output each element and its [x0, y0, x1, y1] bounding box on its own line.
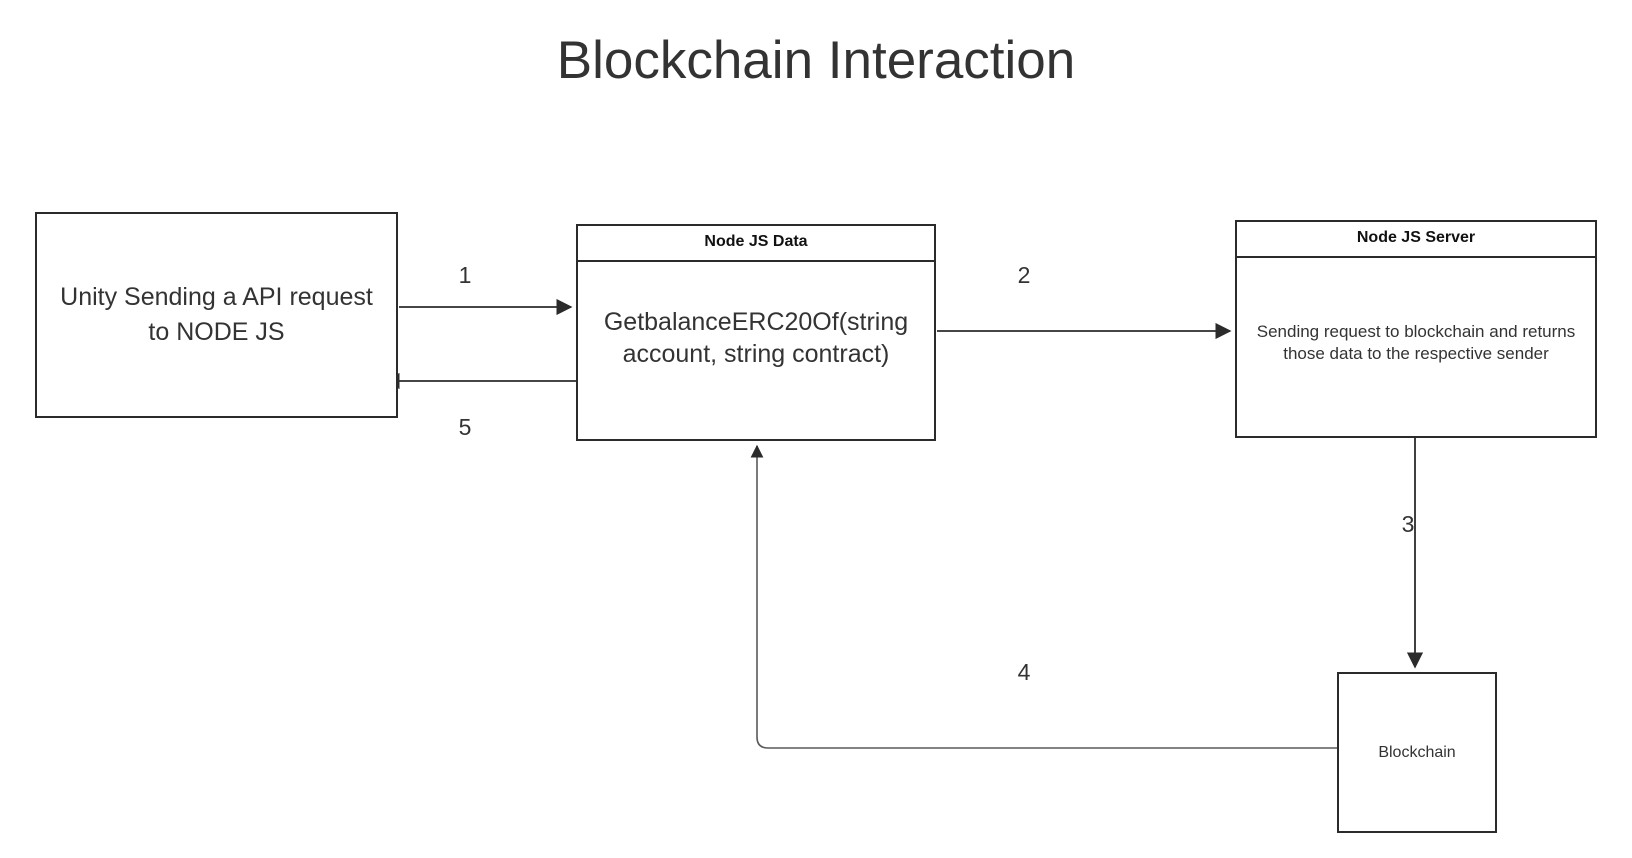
node-nodejs-server-body: Sending request to blockchain and return… — [1237, 258, 1595, 436]
node-nodejs-data[interactable]: Node JS Data GetbalanceERC20Of(string ac… — [576, 224, 936, 441]
node-unity[interactable]: Unity Sending a API request to NODE JS — [35, 212, 398, 418]
edge-4-line — [750, 444, 1337, 749]
node-nodejs-data-header: Node JS Data — [578, 226, 934, 262]
node-nodejs-data-label: GetbalanceERC20Of(string account, string… — [603, 307, 909, 368]
node-blockchain-label: Blockchain — [1378, 744, 1456, 761]
page-title: Blockchain Interaction — [556, 31, 1076, 90]
edge-label-5: 5 — [458, 414, 472, 440]
edge-label-2: 2 — [1017, 262, 1031, 288]
node-nodejs-server-header: Node JS Server — [1237, 222, 1595, 258]
node-nodejs-server-label: Sending request to blockchain and return… — [1256, 322, 1576, 363]
node-nodejs-server[interactable]: Node JS Server Sending request to blockc… — [1235, 220, 1597, 438]
edge-label-4: 4 — [1017, 659, 1031, 685]
node-nodejs-data-body: GetbalanceERC20Of(string account, string… — [578, 262, 934, 439]
node-blockchain[interactable]: Blockchain — [1337, 672, 1497, 833]
node-unity-label: Unity Sending a API request to NODE JS — [60, 283, 373, 346]
edge-label-3: 3 — [1401, 511, 1415, 537]
edge-label-1: 1 — [458, 262, 472, 288]
